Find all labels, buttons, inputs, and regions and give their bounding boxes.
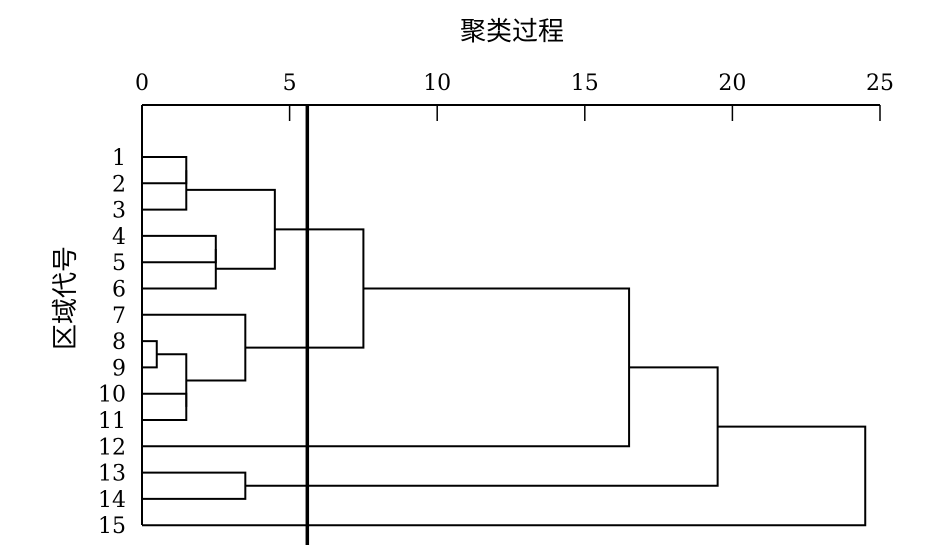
merge-link-m9 [142, 471, 247, 500]
x-tick-label-10: 10 [423, 71, 451, 96]
merge-link-m1 [142, 340, 158, 369]
leaf-label-14: 14 [98, 488, 126, 513]
x-tick-label-25: 25 [866, 71, 894, 96]
merge-link-m13 [245, 366, 719, 487]
chart-title: 聚类过程 [460, 17, 564, 47]
x-tick-label-20: 20 [718, 71, 746, 96]
y-axis-label: 区域代号 [51, 246, 81, 350]
merge-link-m10 [186, 188, 276, 270]
leaf-label-13: 13 [98, 462, 126, 487]
leaf-label-3: 3 [112, 199, 126, 224]
leaf-label-1: 1 [112, 146, 126, 171]
x-tick-label-15: 15 [571, 71, 599, 96]
dendrogram-links [142, 156, 867, 527]
merge-link-m4 [142, 234, 217, 264]
leaf-label-11: 11 [98, 409, 126, 434]
merge-link-m5 [142, 249, 217, 290]
merge-link-m6 [142, 170, 188, 211]
merge-link-m11 [245, 228, 365, 349]
leaf-label-12: 12 [98, 435, 126, 460]
leaf-label-10: 10 [98, 383, 126, 408]
leaf-label-2: 2 [112, 172, 126, 197]
merge-link-m14 [142, 425, 867, 527]
merge-link-m3 [142, 156, 188, 185]
merge-link-m2 [142, 392, 188, 421]
leaf-label-7: 7 [112, 304, 126, 329]
leaf-label-8: 8 [112, 330, 126, 355]
merge-link-m12 [142, 287, 631, 448]
leaf-label-9: 9 [112, 356, 126, 381]
leaf-label-15: 15 [98, 514, 126, 539]
leaf-label-6: 6 [112, 278, 126, 303]
x-tick-label-5: 5 [283, 71, 297, 96]
merge-link-m7 [156, 353, 188, 407]
x-axis: 0 5 10 15 20 25 [135, 71, 894, 525]
leaf-label-4: 4 [112, 225, 126, 250]
leaf-label-5: 5 [112, 251, 126, 276]
x-tick-label-0: 0 [135, 71, 149, 96]
